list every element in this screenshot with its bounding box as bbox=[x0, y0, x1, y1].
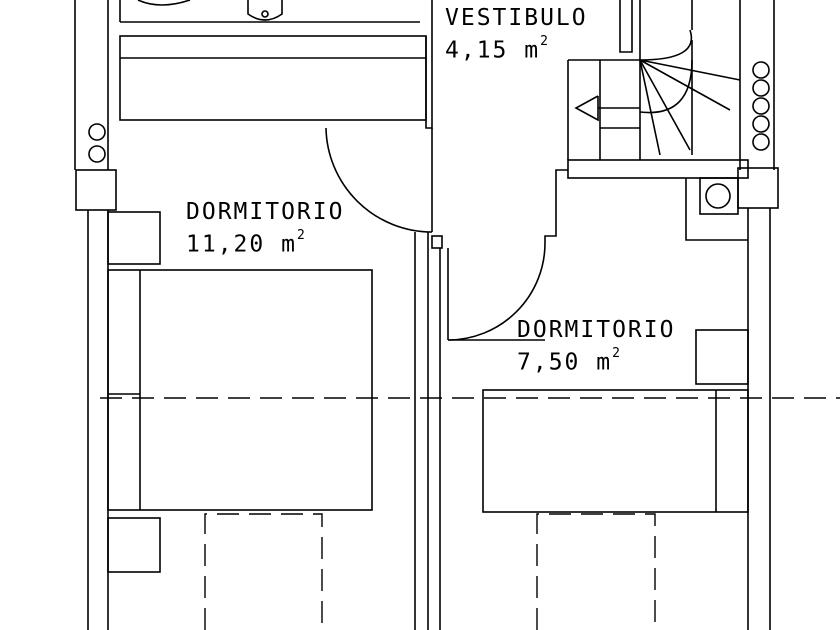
wardrobe-block bbox=[119, 35, 427, 121]
room-area: 11,20 m2 bbox=[186, 226, 344, 259]
toilet-fixture bbox=[137, 0, 191, 6]
room-area: 7,50 m2 bbox=[517, 344, 675, 377]
stair-tread bbox=[639, 59, 741, 81]
room-name: VESTIBULO bbox=[445, 5, 588, 31]
stair-arrow bbox=[574, 95, 599, 122]
area-value: 7,50 bbox=[517, 349, 581, 376]
area-unit: m bbox=[596, 349, 613, 376]
stair-landing bbox=[567, 159, 749, 179]
boiler-box bbox=[699, 177, 739, 215]
nightstand-dorm1-top bbox=[107, 211, 161, 265]
right-column bbox=[737, 167, 779, 209]
right-wall-pipe bbox=[752, 115, 770, 133]
room-label-dormitorio-1: DORMITORIO 11,20 m2 bbox=[186, 198, 344, 259]
wall-segment bbox=[425, 0, 433, 129]
area-exponent: 2 bbox=[296, 228, 307, 243]
stair-curve bbox=[639, 29, 693, 61]
room-name: DORMITORIO bbox=[517, 317, 676, 343]
area-value: 4,15 bbox=[445, 37, 509, 64]
area-exponent: 2 bbox=[540, 34, 550, 49]
room-area: 4,15 m2 bbox=[445, 32, 588, 65]
room-name: DORMITORIO bbox=[186, 199, 345, 225]
stair-frame bbox=[619, 0, 633, 53]
stair-tread bbox=[639, 59, 691, 151]
area-exponent: 2 bbox=[612, 346, 622, 361]
right-wall-pipe bbox=[752, 133, 770, 151]
stair-tread bbox=[639, 59, 731, 111]
left-wall-pipe bbox=[88, 123, 106, 141]
door-jamb bbox=[431, 235, 443, 249]
stair-tread bbox=[639, 59, 661, 156]
dorm2-top-wall bbox=[685, 178, 748, 241]
sink-drain bbox=[261, 10, 269, 18]
stair-curve-inner bbox=[639, 59, 693, 114]
right-wall-pipe bbox=[752, 97, 770, 115]
left-wall-pipe bbox=[88, 145, 106, 163]
left-column bbox=[75, 169, 117, 211]
area-value: 11,20 bbox=[186, 231, 266, 258]
nightstand-dorm1-bottom bbox=[107, 517, 161, 573]
boiler-icon bbox=[705, 183, 731, 209]
door-swing-dorm1 bbox=[325, 127, 433, 233]
area-unit: m bbox=[524, 37, 541, 64]
window-projection-dorm2 bbox=[536, 513, 656, 630]
room-label-vestibulo: VESTIBULO 4,15 m2 bbox=[445, 4, 588, 65]
right-wall-pipe bbox=[752, 61, 770, 79]
dorm2-wall-corner bbox=[544, 169, 568, 243]
bed-dorm2 bbox=[482, 389, 749, 513]
window-projection-dorm1 bbox=[204, 513, 323, 630]
bed-dorm1 bbox=[107, 269, 373, 511]
sink-fixture bbox=[247, 0, 283, 21]
room-label-dormitorio-2: DORMITORIO 7,50 m2 bbox=[517, 316, 675, 377]
nightstand-dorm2 bbox=[695, 329, 749, 385]
door-swing-dorm2 bbox=[447, 242, 546, 341]
right-wall-pipe bbox=[752, 79, 770, 97]
area-unit: m bbox=[281, 231, 297, 258]
